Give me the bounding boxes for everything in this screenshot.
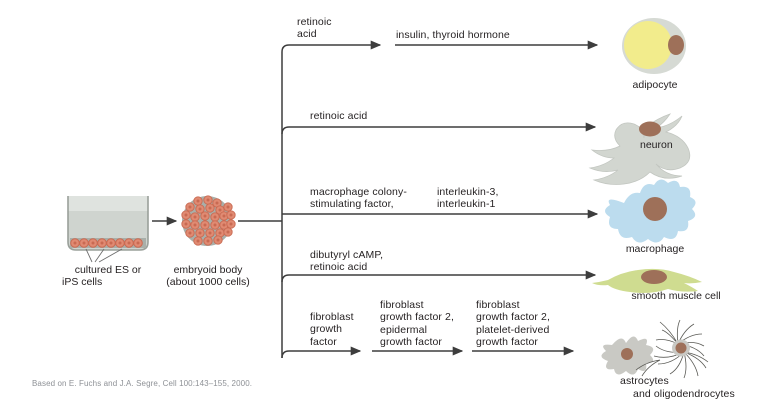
embryoid-body-label-line1: embryoid body <box>173 264 243 276</box>
astrocyte-illustration <box>601 336 654 375</box>
result-astrocytes-label: astrocytes <box>620 375 669 387</box>
pathway-macrophage-step2-label: interleukin-3,interleukin-1 <box>437 186 499 211</box>
macrophage-illustration <box>605 179 696 243</box>
embryoid-body-illustration <box>181 195 236 246</box>
embryoid-body-label: embryoid body(about 1000 cells) <box>143 264 273 289</box>
pathway-macrophage-step1-label: macrophage colony-stimulating factor, <box>310 186 407 211</box>
result-neuron-label: neuron <box>640 139 673 151</box>
dish-label-line2: iPS cells <box>62 276 103 289</box>
dish-label-line1: cultured ES or <box>74 264 142 276</box>
figure-credit: Based on E. Fuchs and J.A. Segre, Cell 1… <box>32 379 253 388</box>
smooth-muscle-cell-illustration <box>592 268 702 293</box>
result-smooth-muscle-label: smooth muscle cell <box>631 290 721 302</box>
pathway-adipocyte-step2-label: insulin, thyroid hormone <box>396 29 510 41</box>
result-oligodendrocytes-label: and oligodendrocytes <box>633 388 735 400</box>
result-adipocyte-label: adipocyte <box>632 79 678 91</box>
pathway-smooth-muscle-step1-label: dibutyryl cAMP,retinoic acid <box>310 249 384 274</box>
es-cell-row <box>70 238 143 248</box>
arrow-neuron <box>281 122 597 135</box>
neuron-illustration <box>588 113 691 185</box>
arrow-adipocyte-step1 <box>281 40 382 53</box>
embryoid-body-label-line2: (about 1000 cells) <box>166 276 250 289</box>
arrow-glia-step1 <box>281 346 362 359</box>
branching-arrows <box>238 40 599 359</box>
oligodendrocyte-illustration <box>635 319 709 379</box>
arrow-smooth-muscle <box>281 270 597 283</box>
culture-dish-illustration <box>67 196 149 263</box>
result-macrophage-label: macrophage <box>625 243 685 255</box>
adipocyte-illustration <box>622 18 686 74</box>
pathway-neuron-step1-label: retinoic acid <box>310 110 368 122</box>
